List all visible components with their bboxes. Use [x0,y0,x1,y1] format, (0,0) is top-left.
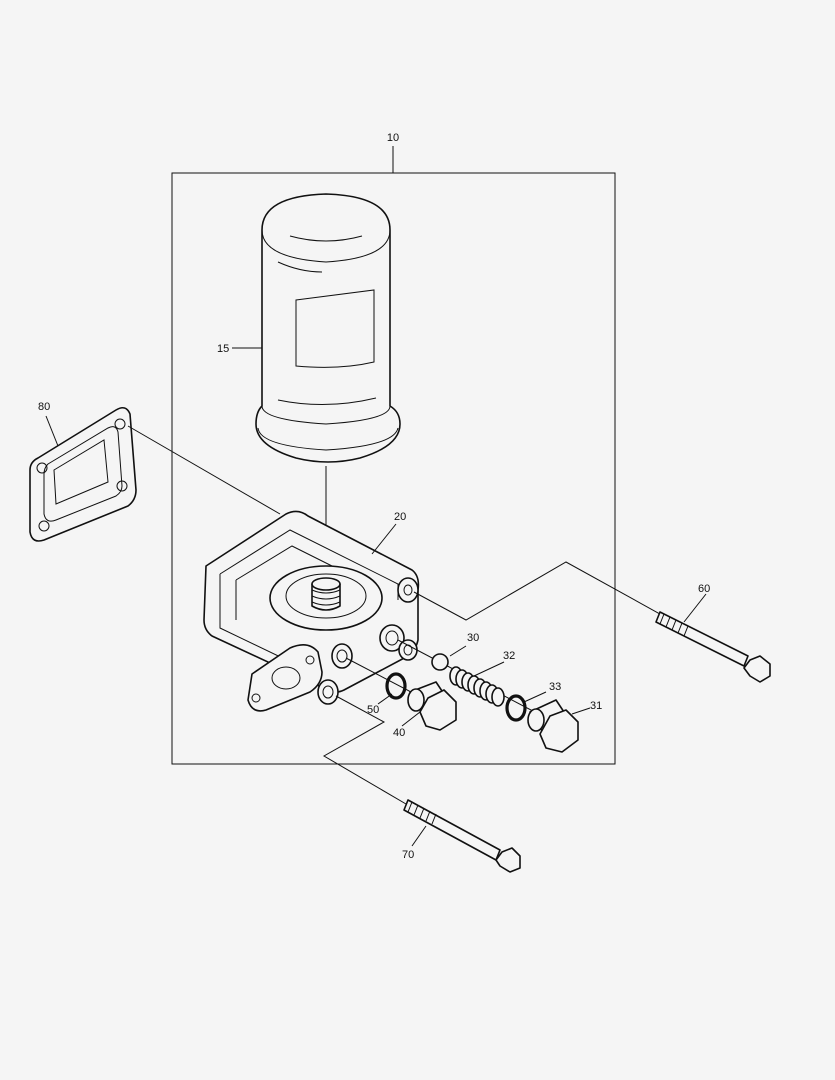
axis-line-bolt-60 [413,561,661,621]
bolt-70[interactable] [403,799,521,873]
leader-20 [371,523,397,555]
callout-31: 31 [590,700,602,712]
plug-40[interactable] [407,681,457,731]
bolt-60[interactable] [655,611,771,683]
leader-32 [473,661,505,677]
leader-33 [523,691,547,703]
filter-head[interactable] [203,510,420,712]
callout-80: 80 [38,401,50,413]
spring-32[interactable] [449,666,505,707]
plug-31[interactable] [527,699,579,753]
leader-50 [377,693,393,705]
gasket[interactable] [29,406,137,542]
o-ring-50[interactable] [385,672,407,700]
leader-60 [683,593,707,623]
leader-70 [411,825,427,847]
callout-20: 20 [394,511,406,523]
leader-80 [45,415,59,447]
ball-30[interactable] [431,653,449,671]
callout-70: 70 [402,849,414,861]
callout-33: 33 [549,681,561,693]
axis-line-gasket [127,425,281,515]
callout-50: 50 [367,704,379,716]
filter-cartridge[interactable] [255,193,401,463]
leader-40 [401,711,421,727]
callout-30: 30 [467,632,479,644]
callout-32: 32 [503,650,515,662]
leader-31 [571,707,591,715]
leader-30 [449,645,467,657]
callout-10: 10 [387,132,399,144]
callout-15: 15 [217,343,229,355]
axis-line-bolt-70 [322,695,407,805]
o-ring-33[interactable] [505,694,527,722]
callout-60: 60 [698,583,710,595]
callout-40: 40 [393,727,405,739]
